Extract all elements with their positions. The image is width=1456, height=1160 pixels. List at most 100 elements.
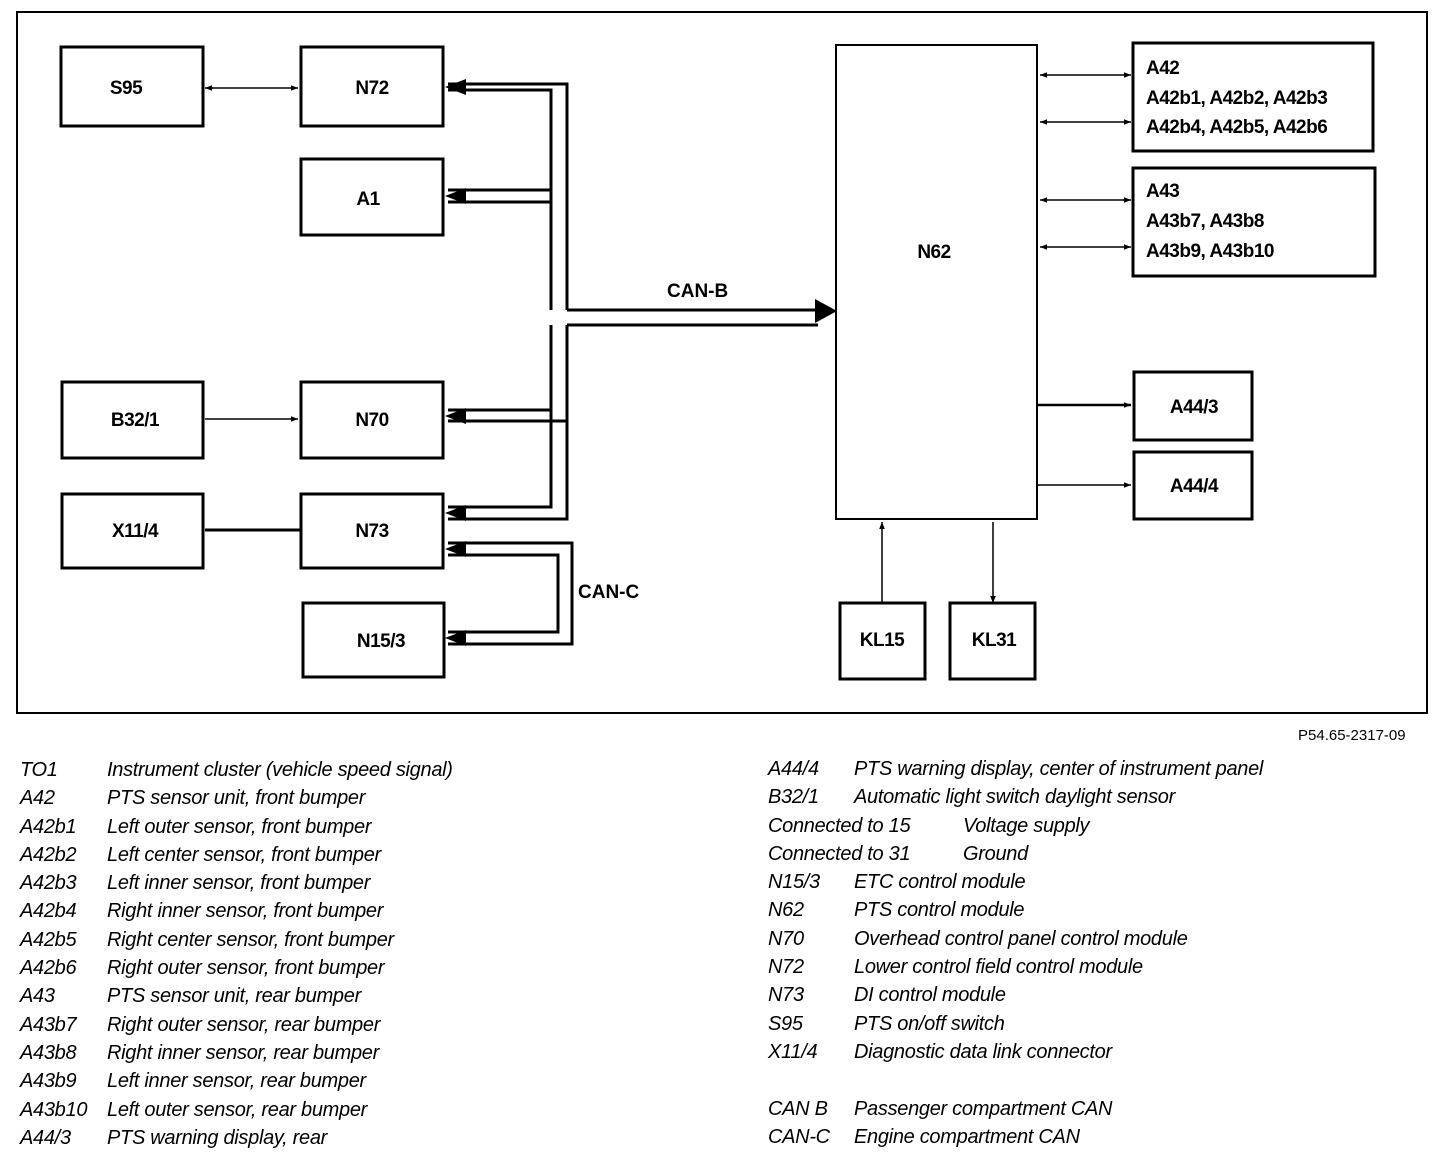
legend-row: A42b5 Right center sensor, front bumper [20, 926, 720, 954]
legend-code: A42b5 [20, 928, 77, 951]
legend-code: X11/4 [768, 1040, 818, 1063]
legend-row: N70 Overhead control panel control module [768, 925, 1448, 953]
arrow-to-n62 [815, 299, 837, 323]
legend-code: N15/3 [768, 871, 820, 894]
legend-code: A43b7 [20, 1013, 77, 1036]
legend-desc: Left inner sensor, front bumper [107, 872, 371, 895]
legend-code: N73 [768, 984, 804, 1007]
label-a43-line3: A43b9, A43b10 [1146, 241, 1274, 262]
box-a43 [1131, 166, 1377, 278]
legend-row: N73 DI control module [768, 981, 1448, 1009]
can-c-arrowheads [445, 541, 466, 646]
label-a42-line1: A42 [1146, 58, 1179, 79]
can-b-bus [448, 82, 818, 521]
legend-row: A43b10 Left outer sensor, rear bumper [20, 1096, 720, 1124]
legend-code: TO1 [20, 759, 58, 781]
legend-desc: Left outer sensor, rear bumper [107, 1098, 368, 1121]
label-b32-1: B32/1 [111, 410, 160, 431]
label-n62: N62 [917, 242, 950, 263]
legend-left: TO1 Instrument cluster (vehicle speed sig… [20, 756, 720, 1152]
legend-desc: Instrument cluster (vehicle speed signal… [107, 759, 453, 781]
label-a42-line3: A42b4, A42b5, A42b6 [1146, 117, 1327, 138]
arrow-to-n73-canc [445, 541, 466, 557]
legend-desc: Diagnostic data link connector [854, 1040, 1112, 1063]
legend-row: N62 PTS control module [768, 896, 1448, 924]
legend-row: CAN B Passenger compartment CAN [768, 1095, 1448, 1123]
legend-code: S95 [768, 1012, 803, 1035]
box-a42 [1131, 41, 1375, 153]
arrow-to-n73 [445, 505, 466, 521]
legend-row: A42b2 Left center sensor, front bumper [20, 841, 720, 869]
wiring-diagram: S95 N72 A1 B32/1 N70 X11/4 N73 N15/3 N62… [16, 11, 1428, 714]
label-x11-4: X11/4 [112, 521, 159, 542]
legend-desc: DI control module [854, 984, 1006, 1007]
can-b-label: CAN-B [667, 281, 728, 302]
legend-desc: PTS warning display, center of instrumen… [854, 758, 1264, 780]
legend-code: CAN-C [768, 1125, 830, 1148]
legend-desc: Ground [963, 842, 1028, 865]
box-n72 [299, 45, 445, 128]
legend-code: Connected to 15 [768, 814, 911, 837]
legend-desc: Right inner sensor, rear bumper [107, 1041, 379, 1064]
legend-code: Connected to 31 [768, 842, 911, 865]
box-kl15 [838, 601, 927, 681]
box-kl31 [948, 601, 1037, 681]
label-a43-line2: A43b7, A43b8 [1146, 211, 1264, 232]
legend-desc: PTS control module [854, 899, 1025, 922]
legend-desc: Right outer sensor, front bumper [107, 957, 385, 980]
label-s95: S95 [110, 78, 143, 99]
label-n15-3: N15/3 [357, 631, 405, 652]
box-x11-4 [60, 492, 205, 570]
legend-desc: Right center sensor, front bumper [107, 928, 394, 951]
legend-desc: Overhead control panel control module [854, 927, 1188, 950]
diagram-frame [16, 11, 1428, 714]
legend-code: A44/3 [20, 1126, 71, 1149]
label-a1: A1 [356, 189, 380, 210]
legend-desc: Left center sensor, front bumper [107, 843, 381, 866]
arrow-to-a1 [445, 188, 466, 204]
legend-desc: Lower control field control module [854, 956, 1143, 979]
legend-code: CAN B [768, 1097, 828, 1120]
label-n70: N70 [355, 410, 388, 431]
legend-desc: Passenger compartment CAN [854, 1097, 1113, 1120]
box-n73 [299, 492, 445, 570]
label-kl15: KL15 [860, 630, 905, 651]
legend-desc: Automatic light switch daylight sensor [854, 786, 1175, 809]
label-a44-4: A44/4 [1170, 476, 1219, 497]
legend-row: S95 PTS on/off switch [768, 1010, 1448, 1038]
can-c-bus [448, 541, 574, 646]
legend-row: TO1 Instrument cluster (vehicle speed sig… [20, 756, 720, 784]
legend-code: A44/4 [768, 758, 819, 780]
legend-code: A43b9 [20, 1070, 77, 1093]
legend-desc: Right inner sensor, front bumper [107, 900, 384, 923]
box-a44-4 [1132, 450, 1254, 521]
legend-row: Connected to 15 Voltage supply [768, 812, 1448, 840]
legend-desc: PTS on/off switch [854, 1012, 1005, 1035]
box-n15-3 [301, 601, 446, 679]
box-a44-3 [1132, 370, 1254, 442]
box-s95 [59, 45, 205, 128]
box-a1 [299, 157, 445, 237]
legend-code: A43b10 [20, 1098, 88, 1121]
legend-code: N70 [768, 927, 804, 950]
label-a42-line2: A42b1, A42b2, A42b3 [1146, 88, 1327, 109]
figure-id: P54.65-2317-09 [1298, 727, 1406, 744]
thin-connections [205, 72, 1131, 603]
legend-code: A42b2 [20, 843, 77, 866]
label-kl31: KL31 [972, 630, 1017, 651]
label-n72: N72 [355, 78, 388, 99]
legend-desc: Voltage supply [963, 814, 1090, 837]
legend-code: N62 [768, 899, 804, 922]
